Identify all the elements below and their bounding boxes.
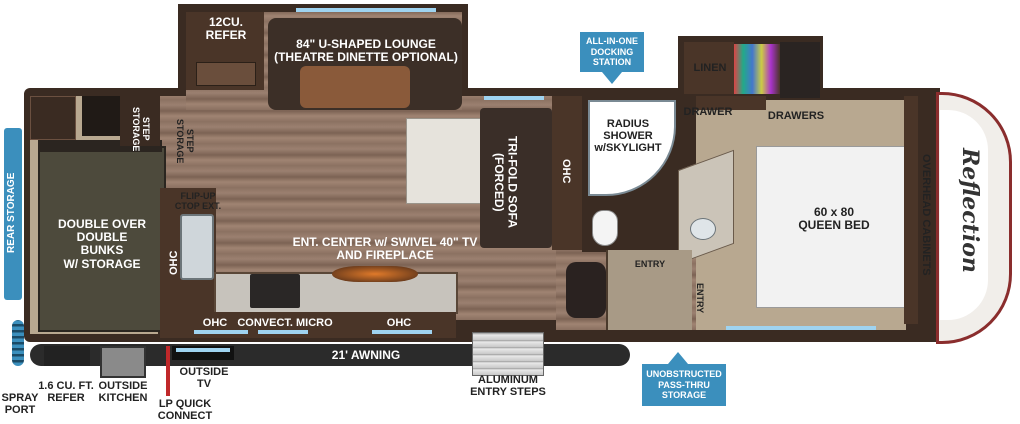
lounge-table: [300, 66, 410, 108]
refer-16-label: 1.6 CU. FT. REFER: [38, 380, 94, 405]
entry-1-label: ENTRY: [634, 259, 666, 269]
sink: [180, 214, 214, 280]
step-storage-1-label: STEP STORAGE: [130, 106, 151, 152]
lp-connect-line: [166, 346, 170, 396]
ohc-bottom-right-label: OHC: [386, 317, 412, 329]
tri-fold-sofa: [480, 108, 552, 248]
overhead-cabinets-label: OVERHEAD CABINETS: [920, 154, 933, 276]
ent-center-label: ENT. CENTER w/ SWIVEL 40" TV AND FIREPLA…: [292, 235, 478, 263]
outside-refer-box: [44, 346, 90, 366]
linen-label: LINEN: [693, 62, 727, 74]
entry-steps: [472, 332, 544, 376]
fireplace: [332, 266, 418, 282]
lp-quick-label: LP QUICK CONNECT: [157, 398, 213, 423]
rear-storage-bar: [4, 128, 22, 300]
ohc-mid-cabinet: [552, 96, 582, 250]
toilet: [592, 210, 618, 246]
lounge-label: 84" U-SHAPED LOUNGE (THEATRE DINETTE OPT…: [274, 37, 458, 65]
overhead-cabinet-bar: [904, 96, 918, 324]
tri-fold-sofa-label: TRI-FOLD SOFA (FORCED): [492, 136, 520, 228]
front-cap-inner: [940, 110, 988, 320]
coffee-table: [406, 118, 482, 204]
entry-door: [606, 250, 692, 330]
aluminum-steps-label: ALUMINUM ENTRY STEPS: [470, 374, 546, 399]
outside-kitchen-box: [100, 346, 146, 378]
linen-cabinet: [684, 42, 734, 94]
brand-logo: Reflection: [957, 147, 984, 273]
queen-bed: [756, 146, 912, 308]
outside-tv-screen: [176, 348, 230, 352]
spray-port-hose: [12, 320, 24, 366]
bunks-label: DOUBLE OVER DOUBLE BUNKS W/ STORAGE: [57, 217, 146, 271]
rear-shelf: [30, 96, 76, 140]
window-bottom-2: [258, 330, 308, 334]
outside-kitchen-label: OUTSIDE KITCHEN: [98, 380, 148, 405]
window-bottom-3: [372, 330, 432, 334]
refer-12cu-label: 12CU. REFER: [205, 15, 247, 43]
flip-up-label: FLIP-UP CTOP EXT.: [174, 191, 222, 211]
drawer-unit: [696, 96, 766, 110]
awning-label: 21' AWNING: [331, 348, 401, 362]
lounge-cab-doors: [196, 62, 256, 86]
step-storage-2-label: STEP STORAGE: [174, 118, 195, 164]
window-bedroom: [726, 326, 876, 330]
ohc-bottom-left-label: OHC: [202, 317, 228, 329]
entry-2-label: ENTRY: [694, 282, 705, 314]
step-storage-block: [120, 96, 160, 146]
bath-sink: [690, 218, 716, 240]
spray-port-label: SPRAY PORT: [1, 392, 39, 417]
ohc-left-label: OHC: [168, 250, 180, 276]
pass-thru-callout: UNOBSTRUCTED PASS-THRU STORAGE: [642, 364, 726, 406]
entry-chair: [566, 262, 606, 318]
convect-micro-label: CONVECT. MICRO: [237, 317, 333, 329]
window-sofa: [484, 96, 544, 100]
rear-storage-label: REAR STORAGE: [6, 172, 17, 254]
cooktop: [250, 274, 300, 308]
docking-callout: ALL-IN-ONE DOCKING STATION: [580, 32, 644, 72]
ohc-mid-label: OHC: [560, 158, 573, 184]
drawers-label: DRAWERS: [767, 110, 825, 122]
window-bottom-1: [194, 330, 248, 334]
outside-tv-label: OUTSIDE TV: [179, 366, 229, 391]
radius-shower-label: RADIUS SHOWER w/SKYLIGHT: [594, 118, 662, 155]
queen-bed-label: 60 x 80 QUEEN BED: [798, 205, 870, 233]
drawer-label: DRAWER: [683, 106, 733, 118]
linen-shelf: [734, 44, 780, 94]
window-lounge: [296, 8, 436, 12]
drawers-cabinet: [780, 42, 820, 98]
docking-arrow: [602, 72, 622, 84]
pass-thru-arrow: [668, 352, 688, 364]
